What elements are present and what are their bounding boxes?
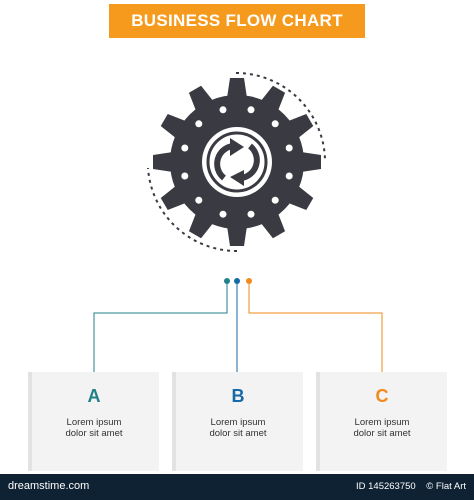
- card-a-bg: [28, 372, 159, 471]
- gear-hole: [219, 106, 227, 114]
- footer-credit: © Flat Art: [426, 481, 466, 492]
- step-letter-a: A: [87, 386, 101, 406]
- step-text-a: Lorem ipsum dolor sit amet: [65, 417, 122, 439]
- refresh-arrows-icon: [214, 138, 260, 186]
- gear-refresh-icon: [153, 78, 321, 246]
- gear-hole: [285, 172, 293, 180]
- gear-hole: [271, 196, 279, 204]
- gear-hole: [195, 196, 203, 204]
- card-b-bg: [172, 372, 303, 471]
- gear-hole: [247, 210, 255, 218]
- step-letter-c: C: [375, 386, 389, 406]
- step-c-line1: Lorem ipsum: [354, 417, 410, 428]
- dot-b: [234, 278, 240, 284]
- step-letter-b: B: [231, 386, 245, 406]
- step-text-b: Lorem ipsum dolor sit amet: [209, 417, 266, 439]
- footer-bar: dreamstime.com ID 145263750 © Flat Art: [0, 474, 474, 500]
- gear-tooth: [153, 152, 173, 172]
- gear-hole: [271, 120, 279, 128]
- step-b-line1: Lorem ipsum: [210, 417, 266, 428]
- step-c-line2: dolor sit amet: [353, 428, 411, 439]
- gear-tooth: [227, 226, 247, 246]
- footer-id: ID 145263750: [356, 481, 416, 492]
- gear-hole: [285, 144, 293, 152]
- step-b-line2: dolor sit amet: [209, 428, 267, 439]
- card-c-edge: [316, 372, 320, 471]
- gear-hole: [195, 120, 203, 128]
- step-text-c: Lorem ipsum dolor sit amet: [353, 417, 410, 439]
- step-card-b: B Lorem ipsum dolor sit amet: [173, 372, 303, 470]
- gear-tooth: [301, 152, 321, 172]
- dot-c: [246, 278, 252, 284]
- gear-hole: [181, 144, 189, 152]
- gear-hole: [181, 172, 189, 180]
- title-banner: BUSINESS FLOW CHART: [109, 4, 365, 38]
- step-card-c: C Lorem ipsum dolor sit amet: [317, 372, 447, 470]
- dot-a: [224, 278, 230, 284]
- step-card-a: A Lorem ipsum dolor sit amet: [29, 372, 159, 470]
- gear-hole: [247, 106, 255, 114]
- dashed-orbit-top: [235, 72, 326, 161]
- gear-holes: [181, 106, 293, 218]
- footer-logo: dreamstime.com: [8, 480, 90, 492]
- card-c-bg: [316, 372, 447, 471]
- connector-c: [248, 284, 383, 372]
- gear-hole: [219, 210, 227, 218]
- gear-tooth: [227, 78, 247, 98]
- step-a-line1: Lorem ipsum: [66, 417, 122, 428]
- footer-credit-block: ID 145263750 © Flat Art: [356, 481, 466, 492]
- chart-title: BUSINESS FLOW CHART: [131, 11, 343, 30]
- gear-inner-ring: [206, 131, 268, 193]
- card-b-edge: [172, 372, 176, 471]
- gear-center: [202, 127, 272, 197]
- step-a-line2: dolor sit amet: [65, 428, 123, 439]
- card-a-edge: [28, 372, 32, 471]
- connector-a: [93, 284, 228, 372]
